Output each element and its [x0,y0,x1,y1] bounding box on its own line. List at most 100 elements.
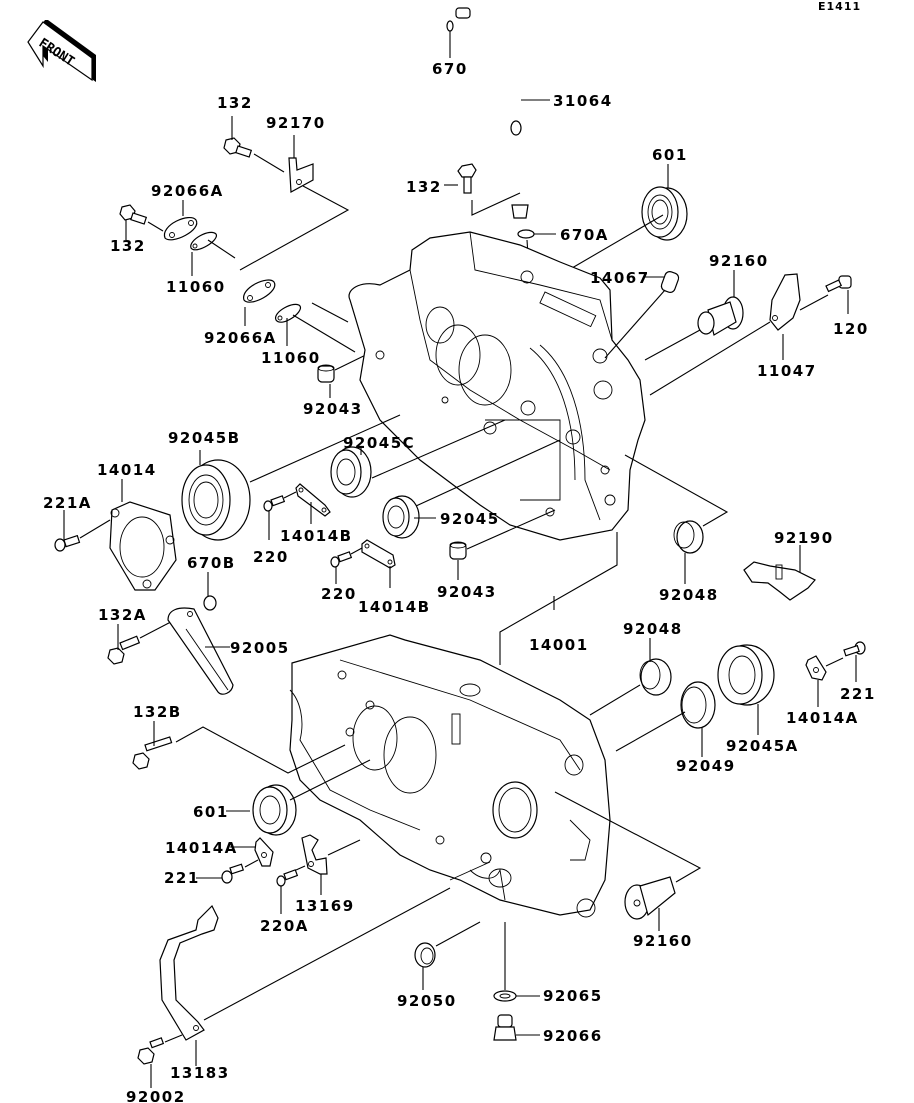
part-label[interactable]: 92066 [543,1027,603,1045]
part-label[interactable]: 221 [164,869,200,887]
bearing-601-top [641,186,688,241]
screw-221A [54,534,81,552]
o-ring-670 [446,20,454,32]
bracket-92170 [288,157,314,193]
part-label[interactable]: 220 [253,548,289,566]
part-label[interactable]: 670 [432,60,468,78]
part-label[interactable]: 120 [833,320,869,338]
part-label[interactable]: 92045A [726,737,799,755]
bolt-132-b [119,204,148,225]
part-label[interactable]: 92048 [659,586,719,604]
part-label[interactable]: 221 [840,685,876,703]
oil-seal-92049 [680,681,716,729]
oil-seal-92050 [414,942,436,968]
bearing-601-lower [252,784,297,836]
part-label[interactable]: 14001 [529,636,589,654]
dowel-92043-a [317,364,335,383]
dowel-92043-b [449,541,467,560]
oil-pipe-31064 [455,7,529,219]
o-ring-670B [203,595,217,611]
plate-14014B-b [361,539,396,569]
part-label[interactable]: 14014A [786,709,859,727]
part-label[interactable]: 670A [560,226,609,244]
part-label[interactable]: 220A [260,917,309,935]
part-label[interactable]: 132 [217,94,253,112]
part-label[interactable]: 14014B [280,527,353,545]
part-label[interactable]: 92002 [126,1088,186,1103]
part-label[interactable]: 92066A [151,182,224,200]
guide-92005 [167,607,234,695]
part-label[interactable]: 92049 [676,757,736,775]
bolt-120 [825,275,852,293]
part-label[interactable]: 221A [43,494,92,512]
part-label[interactable]: 11047 [757,362,817,380]
screw-220-b [330,551,353,568]
stopper-13169 [301,834,328,875]
part-label[interactable]: 220 [321,585,357,603]
front-arrow-icon: FRONT [27,20,96,82]
part-label[interactable]: 601 [652,146,688,164]
crankcase-upper [348,231,646,541]
part-label[interactable]: 92043 [303,400,363,418]
part-label[interactable]: 92045B [168,429,241,447]
part-label[interactable]: 14014 [97,461,157,479]
part-label[interactable]: 92043 [437,583,497,601]
part-label[interactable]: 92045 [440,510,500,528]
bearing-92045B [181,459,251,541]
part-label[interactable]: 31064 [553,92,613,110]
bushing-92048-b [639,658,672,696]
plate-14014A-right [805,655,827,681]
bushing-92160-lower [624,876,676,920]
part-label[interactable]: 132 [110,237,146,255]
part-label[interactable]: 92050 [397,992,457,1010]
bearing-92045C [330,446,372,498]
plate-14014B-a [295,483,331,517]
bolt-132-top [457,163,477,194]
dowel-14067 [660,271,680,293]
o-ring-670A [517,229,535,239]
bushing-92160-top [697,296,744,336]
bushing-92048-a [673,520,704,554]
part-label[interactable]: 92048 [623,620,683,638]
part-label[interactable]: 92005 [230,639,290,657]
bearing-92045A [717,644,775,706]
part-label[interactable]: 92190 [774,529,834,547]
part-label[interactable]: 13183 [170,1064,230,1082]
part-label[interactable]: 132A [98,606,147,624]
part-label[interactable]: 14014B [358,598,431,616]
part-label[interactable]: 13169 [295,897,355,915]
part-label[interactable]: 92170 [266,114,326,132]
bolt-132A [107,635,141,665]
plate-11060-a [190,231,217,251]
part-label[interactable]: 670B [187,554,236,572]
part-label[interactable]: 132B [133,703,182,721]
plate-11060-b [275,303,301,323]
plate-92066A-b [243,279,276,303]
part-label[interactable]: 92160 [709,252,769,270]
part-label[interactable]: 14067 [590,269,650,287]
part-label[interactable]: 132 [406,178,442,196]
part-label[interactable]: 11060 [166,278,226,296]
plate-14014A-lower [254,837,274,867]
sensor-92190 [743,561,816,601]
part-label[interactable]: 11060 [261,349,321,367]
part-label[interactable]: 92045C [343,434,415,452]
crankcase-lower [289,634,611,918]
plug-92066 [493,1014,517,1041]
part-label[interactable]: 92065 [543,987,603,1005]
bracket-13183 [159,904,219,1041]
cover-14014 [109,501,177,591]
part-label[interactable]: 14014A [165,839,238,857]
screw-220A [276,869,299,887]
bolt-132-a [223,137,253,158]
part-label[interactable]: 92160 [633,932,693,950]
bearing-92045 [382,495,420,539]
part-label[interactable]: 601 [193,803,229,821]
washer-92065 [493,990,517,1002]
part-labels: 670 31064 132 92170 92066A 132 11060 132… [43,60,876,1103]
part-label[interactable]: 92066A [204,329,277,347]
diagram-code: E1411 [818,0,861,13]
screw-221-right [843,641,866,657]
bolt-92002 [137,1037,165,1065]
